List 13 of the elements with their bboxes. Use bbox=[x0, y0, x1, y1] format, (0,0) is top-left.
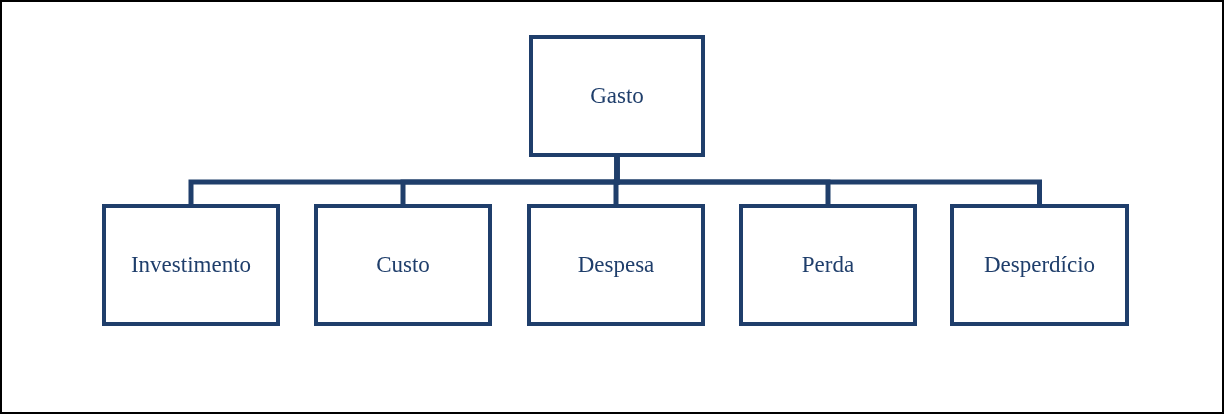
category-box bbox=[527, 204, 705, 326]
connector-line bbox=[614, 157, 1042, 204]
box-label: Custo bbox=[376, 252, 430, 278]
box-label: Investimento bbox=[130, 252, 252, 278]
category-box bbox=[529, 35, 705, 157]
box-label: Perda bbox=[801, 252, 855, 278]
box-label: Despesa bbox=[577, 252, 655, 278]
category-box bbox=[739, 204, 917, 326]
box-label: Desperdício bbox=[983, 252, 1096, 278]
category-box bbox=[950, 204, 1129, 326]
box-label: Gasto bbox=[590, 83, 644, 109]
category-box bbox=[314, 204, 492, 326]
category-box bbox=[102, 204, 280, 326]
